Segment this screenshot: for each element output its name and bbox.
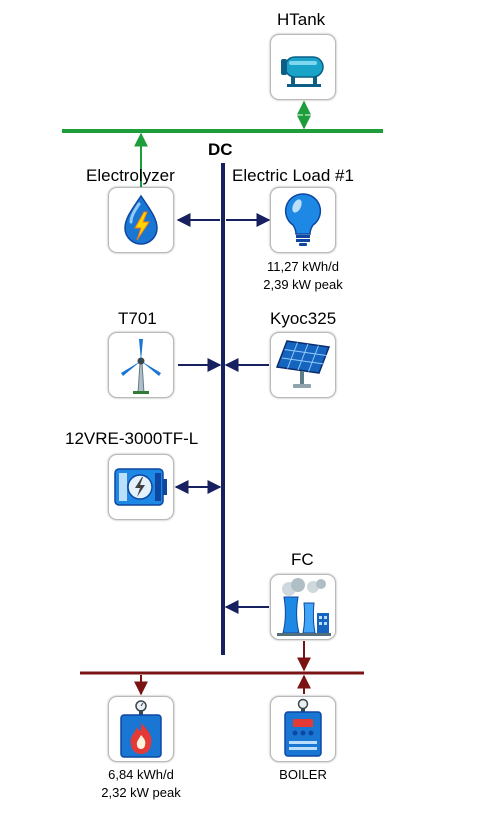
electric-load-energy: 11,27 kWh/d — [266, 259, 340, 274]
battery-tile[interactable] — [108, 454, 174, 520]
kyoc325-label: Kyoc325 — [270, 309, 337, 328]
boiler-tile[interactable] — [270, 696, 336, 762]
wind-turbine-icon — [121, 339, 161, 394]
solar-panel-icon — [275, 340, 331, 388]
fc-tile[interactable] — [270, 574, 336, 640]
dc-bus-label: DC — [208, 140, 233, 159]
thermal-load-flame-icon — [120, 700, 162, 758]
electrolyzer-label: Electrolyzer — [86, 166, 175, 185]
battery-converter-icon — [114, 468, 167, 506]
fuel-cell-plant-icon — [277, 578, 331, 636]
thermal-load-peak: 2,32 kW peak — [101, 785, 181, 800]
htank-label: HTank — [277, 10, 326, 29]
thermal-load-tile[interactable] — [108, 696, 174, 762]
electric-load-label: Electric Load #1 — [232, 166, 354, 185]
light-bulb-icon — [284, 193, 322, 246]
hydrogen-tank-icon — [281, 56, 324, 87]
kyoc325-tile[interactable] — [270, 332, 336, 398]
electric-load-tile[interactable] — [270, 187, 336, 253]
electric-load-peak: 2,39 kW peak — [263, 277, 343, 292]
boiler-label: BOILER — [279, 767, 327, 782]
electrolyzer-tile[interactable] — [108, 187, 174, 253]
boiler-icon — [284, 698, 322, 757]
electrolyzer-icon — [124, 194, 158, 245]
thermal-load-energy: 6,84 kWh/d — [108, 767, 174, 782]
htank-tile[interactable] — [270, 34, 336, 100]
battery-label: 12VRE-3000TF-L — [65, 429, 199, 448]
fc-label: FC — [291, 550, 314, 569]
t701-tile[interactable] — [108, 332, 174, 398]
t701-label: T701 — [118, 309, 157, 328]
